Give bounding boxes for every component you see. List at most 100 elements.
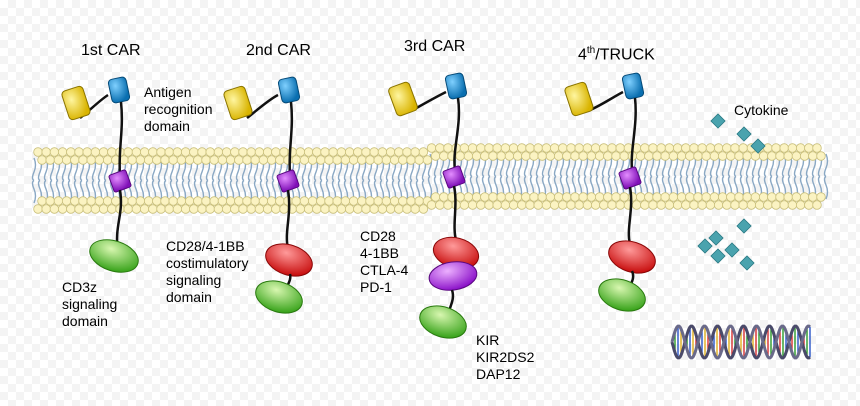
- lipid-head: [353, 204, 363, 214]
- lipid-head: [701, 192, 711, 202]
- lipid-head: [53, 196, 64, 206]
- lipid-head: [152, 196, 162, 206]
- lipid-head: [541, 200, 552, 210]
- lipid-head: [131, 147, 142, 157]
- lipid-tail: [343, 157, 349, 204]
- lipid-tail: [589, 153, 595, 200]
- lipid-head: [656, 200, 666, 210]
- lipid-tail: [253, 157, 259, 204]
- lipid-head: [406, 155, 416, 165]
- lipid-head: [385, 147, 396, 157]
- lipid-head: [324, 155, 334, 165]
- lipid-head: [258, 155, 269, 165]
- label-third-inhibitory: KIR KIR2DS2 DAP12: [476, 332, 534, 383]
- lipid-head: [344, 147, 355, 157]
- lipid-head: [164, 204, 174, 214]
- lipid-head: [660, 151, 670, 161]
- lipid-head: [201, 155, 211, 165]
- lipid-head: [361, 204, 371, 214]
- lipid-head: [332, 196, 342, 206]
- lipid-head: [176, 196, 187, 206]
- label-line: CD28/4-1BB: [166, 238, 245, 254]
- lipid-head: [443, 143, 453, 153]
- lipid-head: [689, 200, 699, 210]
- lipid-head: [660, 192, 670, 202]
- lipid-head: [570, 192, 580, 202]
- car1-scfv-blue: [107, 76, 131, 104]
- lipid-head: [533, 200, 543, 210]
- lipid-tail: [379, 157, 385, 204]
- lipid-head: [209, 196, 219, 206]
- lipid-head: [685, 192, 695, 202]
- car2-transmembrane: [276, 169, 300, 193]
- lipid-head: [627, 192, 638, 202]
- lipid-tail: [535, 153, 541, 200]
- lipid-head: [299, 196, 310, 206]
- lipid-head: [348, 196, 359, 206]
- lipid-head: [701, 151, 711, 161]
- lipid-tail: [319, 157, 325, 204]
- lipid-head: [98, 204, 109, 214]
- lipid-tail: [559, 153, 565, 200]
- lipid-tail: [751, 153, 757, 200]
- lipid-tail: [85, 157, 91, 204]
- lipid-head: [767, 151, 777, 161]
- lipid-tail: [157, 157, 163, 204]
- lipid-head: [668, 151, 679, 161]
- lipid-head: [127, 196, 137, 206]
- lipid-head: [230, 204, 240, 214]
- lipid-tail: [691, 153, 697, 200]
- lipid-head: [508, 200, 519, 210]
- lipid-tail: [565, 153, 571, 200]
- lipid-tail: [517, 153, 523, 200]
- lipid-head: [525, 143, 535, 153]
- lipid-head: [681, 143, 691, 153]
- lipid-head: [578, 151, 588, 161]
- lipid-head: [414, 155, 424, 165]
- lipid-head: [74, 204, 84, 214]
- car3-cd3z-domain: [419, 305, 467, 339]
- lipid-head: [102, 155, 113, 165]
- lipid-head: [70, 196, 80, 206]
- label-costimulatory: CD28/4-1BB costimulatory signaling domai…: [166, 238, 248, 306]
- lipid-tail: [763, 153, 769, 200]
- lipid-head: [160, 196, 170, 206]
- lipid-head: [529, 192, 539, 202]
- lipid-tail: [409, 157, 415, 204]
- lipid-head: [123, 147, 133, 157]
- lipid-head: [94, 155, 105, 165]
- lipid-tail: [643, 153, 649, 200]
- title-car1: 1st CAR: [81, 42, 141, 59]
- lipid-head: [57, 147, 68, 157]
- lipid-head: [246, 204, 256, 214]
- lipid-head: [41, 204, 51, 214]
- lipid-tail: [67, 157, 73, 204]
- lipid-head: [767, 192, 777, 202]
- lipid-head: [332, 155, 342, 165]
- lipid-head: [307, 196, 318, 206]
- car2-receptor: [223, 76, 313, 314]
- lipid-head: [152, 155, 162, 165]
- lipid-head: [779, 143, 789, 153]
- lipid-head: [299, 155, 310, 165]
- lipid-head: [410, 204, 420, 214]
- car1-scfv-yellow: [61, 85, 91, 121]
- lipid-head: [525, 200, 535, 210]
- lipid-tail: [469, 153, 475, 200]
- lipid-head: [734, 151, 744, 161]
- lipid-head: [172, 147, 183, 157]
- lipid-head: [517, 143, 527, 153]
- lipid-head: [328, 147, 338, 157]
- lipid-head: [209, 155, 219, 165]
- lipid-tail: [529, 153, 535, 200]
- lipid-head: [775, 151, 785, 161]
- lipid-tail: [577, 153, 583, 200]
- lipid-head: [53, 155, 64, 165]
- lipid-head: [652, 192, 662, 202]
- lipid-head: [37, 155, 47, 165]
- lipid-head: [812, 200, 822, 210]
- lipid-head: [648, 200, 658, 210]
- lipid-head: [193, 196, 203, 206]
- lipid-head: [631, 200, 642, 210]
- lipid-head: [135, 155, 146, 165]
